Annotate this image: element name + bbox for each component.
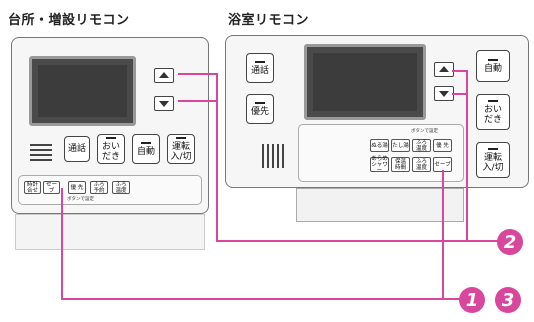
kitchen-priority-button[interactable]: 優 先 [68, 181, 86, 194]
kitchen-display [29, 56, 136, 126]
bath-power-label: 運転 入/切 [482, 152, 504, 173]
connector-line [466, 70, 468, 242]
bath-auto-label: 自動 [483, 63, 502, 74]
kitchen-save-button[interactable]: セーブ [43, 181, 60, 194]
kitchen-power-label: 運転 入/切 [170, 141, 192, 162]
kitchen-power-button[interactable]: 運転 入/切 [167, 134, 195, 164]
bath-power-button[interactable]: 運転 入/切 [476, 142, 510, 178]
bath-down-button[interactable] [434, 86, 454, 101]
kitchen-call-label: 通話 [67, 144, 86, 154]
indicator-bar-icon [255, 101, 265, 104]
speaker-grille-icon [262, 144, 286, 168]
speaker-grille-icon [30, 144, 52, 164]
kitchen-call-button[interactable]: 通話 [64, 136, 90, 162]
bath-priority-small-button[interactable]: 優 先 [433, 139, 452, 152]
bath-call-button[interactable]: 通話 [246, 53, 274, 83]
bath-stand [296, 188, 464, 222]
arrow-down-icon [439, 91, 449, 97]
badge-1: 1 [459, 287, 485, 313]
kitchen-reheat-label: おい だき [101, 141, 120, 162]
kitchen-reheat-button[interactable]: おい だき [97, 134, 125, 164]
kitchen-auto-button[interactable]: 自動 [132, 134, 160, 164]
bath-remote: 通話 優先 自動 おい だき 運転 入/切 ボタンで設定 ぬる湯 たし湯 ふろ … [225, 35, 529, 188]
kitchen-bath-timer-button[interactable]: ふろ 予約 [90, 181, 108, 194]
bath-setting-label: ボタンで設定 [411, 129, 438, 134]
kitchen-auto-label: 自動 [136, 146, 155, 157]
kitchen-down-button[interactable] [154, 96, 174, 111]
bath-priority-label: 優先 [250, 106, 269, 117]
kitchen-up-button[interactable] [154, 68, 174, 83]
arrow-down-icon [159, 101, 169, 107]
bath-lower-cover [298, 124, 464, 182]
connector-line [216, 240, 498, 242]
bath-call-label: 通話 [250, 65, 269, 76]
bath-reheat-label: おい だき [483, 104, 502, 125]
bath-temp-button-2[interactable]: ふろ 温度 [412, 157, 431, 172]
indicator-bar-icon [106, 136, 116, 139]
indicator-bar-icon [176, 136, 186, 139]
indicator-bar-icon [488, 99, 498, 102]
bath-add-water-button[interactable]: たし湯 [391, 139, 410, 152]
arrow-up-icon [159, 72, 169, 78]
bath-shower-button[interactable]: あらめ シャワー [370, 155, 389, 174]
kitchen-remote: 通話 おい だき 自動 運転 入/切 時計 合せ セーブ 優 先 ふろ 予約 ふ… [11, 37, 209, 214]
connector-line [61, 298, 461, 300]
arrow-up-icon [439, 66, 449, 72]
connector-line [452, 93, 468, 95]
bath-reheat-button[interactable]: おい だき [476, 94, 510, 130]
bath-display [304, 44, 426, 120]
kitchen-clock-button[interactable]: 時計 合せ [24, 181, 41, 194]
kitchen-setting-label: ボタンで設定 [67, 197, 94, 202]
kitchen-base [15, 214, 205, 250]
kitchen-bath-temp-button[interactable]: ふろ 温度 [112, 181, 130, 194]
indicator-bar-icon [488, 147, 498, 150]
indicator-bar-icon [255, 60, 265, 63]
bath-auto-button[interactable]: 自動 [476, 50, 510, 82]
kitchen-remote-title: 台所・増設リモコン [8, 13, 130, 28]
bath-lukewarm-button[interactable]: ぬる湯 [370, 139, 389, 152]
bath-priority-button[interactable]: 優先 [246, 94, 274, 124]
bath-remote-title: 浴室リモコン [228, 13, 310, 28]
connector-line [442, 170, 444, 300]
connector-line [452, 70, 468, 72]
indicator-bar-icon [488, 58, 498, 61]
indicator-bar-icon [141, 141, 151, 144]
bath-temp-button[interactable]: ふろ 温度 [412, 139, 431, 152]
connector-line [178, 73, 218, 75]
connector-line [216, 73, 218, 242]
connector-line [61, 188, 63, 300]
bath-up-button[interactable] [434, 62, 454, 77]
bath-keep-warm-button[interactable]: 保温 時間 [391, 157, 410, 172]
badge-2: 2 [497, 229, 523, 255]
badge-3: 3 [495, 287, 521, 313]
connector-line [178, 100, 218, 102]
